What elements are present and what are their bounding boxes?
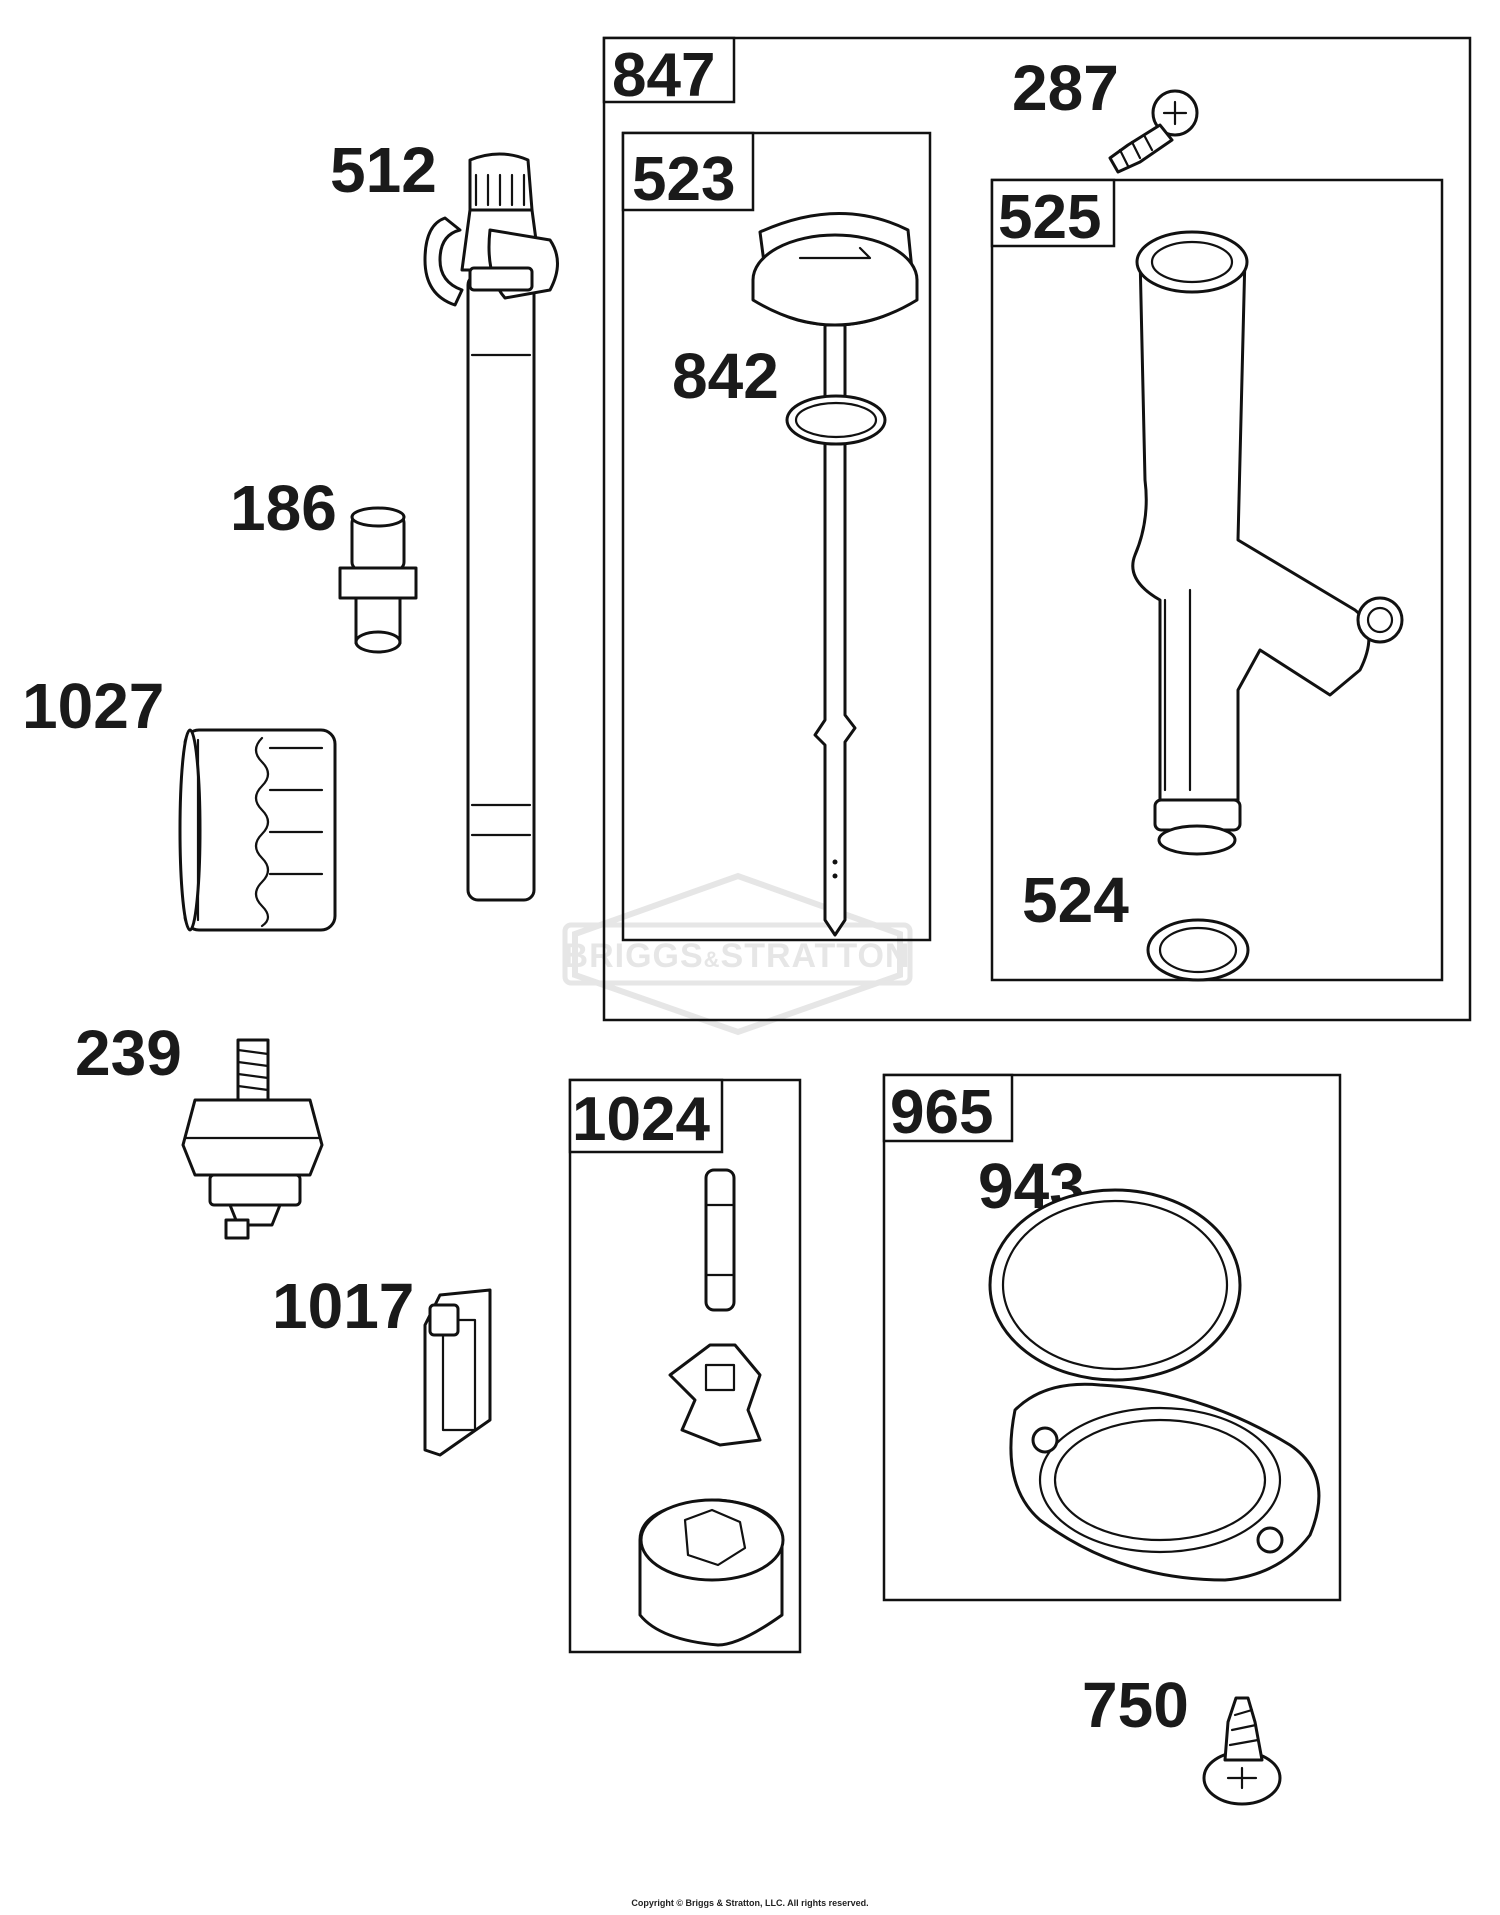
kit-frame-847 xyxy=(602,36,1472,1022)
kit-label-523: 523 xyxy=(632,145,735,214)
copyright-notice: Copyright © Briggs & Stratton, LLC. All … xyxy=(631,1898,868,1908)
callout-842: 842 xyxy=(672,340,779,412)
callout-1017: 1017 xyxy=(272,1270,414,1342)
callout-750: 750 xyxy=(1082,1669,1189,1741)
screw-287 xyxy=(1108,89,1199,174)
sensor-1017 xyxy=(423,1288,492,1457)
kit-tag-847 xyxy=(602,36,736,104)
washer-524 xyxy=(1146,918,1250,982)
dipstick-523 xyxy=(751,212,919,937)
callout-512: 512 xyxy=(330,134,437,206)
callout-239: 239 xyxy=(75,1017,182,1089)
kit-label-965: 965 xyxy=(890,1078,993,1147)
callout-186: 186 xyxy=(230,472,337,544)
kit-label-847: 847 xyxy=(612,41,715,110)
kit-frame-965 xyxy=(882,1073,1342,1602)
o-ring-943 xyxy=(988,1188,1242,1382)
kit-label-525: 525 xyxy=(998,183,1101,252)
callout-1027: 1027 xyxy=(22,670,164,742)
kit-frame-523 xyxy=(621,131,932,942)
oil-pump-outer-rotor xyxy=(638,1498,785,1647)
watermark-text: BRIGGS&STRATTON xyxy=(564,937,911,975)
kit-label-1024: 1024 xyxy=(572,1085,710,1154)
oil-pump-shaft xyxy=(704,1168,736,1312)
kit-frame-525 xyxy=(990,178,1444,982)
fitting-186 xyxy=(338,506,418,654)
kit-tag-523 xyxy=(621,131,755,212)
kit-tag-525 xyxy=(990,178,1116,248)
kit-tag-1024 xyxy=(568,1078,724,1154)
oil-fill-tube-525 xyxy=(1131,230,1404,856)
kit-tag-965 xyxy=(882,1073,1014,1143)
o-ring-842 xyxy=(785,394,887,446)
oil-pump-inner-rotor xyxy=(668,1343,762,1447)
pressure-switch-239 xyxy=(181,1038,324,1240)
oil-filter-1027 xyxy=(178,728,337,932)
pump-cover-plate xyxy=(1009,1382,1321,1582)
callout-524: 524 xyxy=(1022,864,1129,936)
callout-287: 287 xyxy=(1012,52,1119,124)
watermark-logo: BRIGGS&STRATTON xyxy=(562,872,913,1036)
screw-750 xyxy=(1202,1696,1282,1806)
dipstick-tube-512 xyxy=(423,152,559,902)
